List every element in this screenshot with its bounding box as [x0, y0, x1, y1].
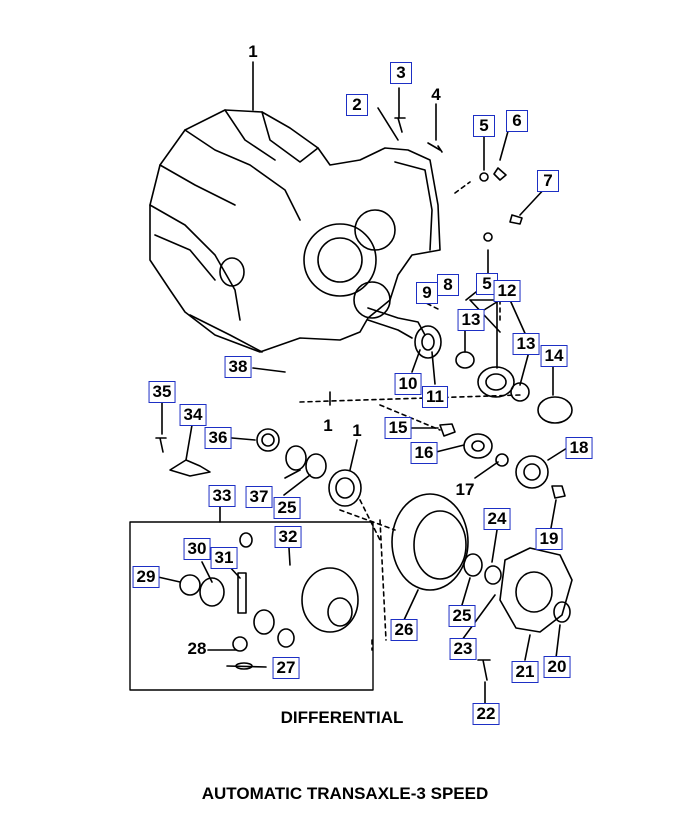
- callout-6: 6: [506, 110, 528, 132]
- callout-2: 2: [346, 94, 368, 116]
- callout-10: 10: [394, 373, 422, 395]
- callout-18: 18: [565, 437, 593, 459]
- callout-29: 29: [132, 566, 160, 588]
- callout-13-right: 13: [512, 333, 540, 355]
- callout-12: 12: [493, 280, 521, 302]
- callout-3: 3: [390, 62, 412, 84]
- callout-15: 15: [384, 417, 412, 439]
- callout-23: 23: [449, 638, 477, 660]
- differential-frame: [129, 521, 374, 691]
- callout-34: 34: [179, 404, 207, 426]
- callout-17: 17: [455, 480, 475, 499]
- callout-27: 27: [272, 657, 300, 679]
- callout-22: 22: [472, 703, 500, 725]
- callout-33: 33: [208, 485, 236, 507]
- section-caption: DIFFERENTIAL: [280, 708, 404, 727]
- callout-13-left: 13: [457, 309, 485, 331]
- callout-32: 32: [274, 526, 302, 548]
- callout-25-upper: 25: [273, 497, 301, 519]
- callout-16: 16: [410, 442, 438, 464]
- shaft: [367, 307, 426, 336]
- callout-8: 8: [437, 274, 459, 296]
- callout-25-lower: 25: [448, 605, 476, 627]
- callout-21: 21: [511, 661, 539, 683]
- callout-9: 9: [416, 282, 438, 304]
- transaxle-case: [149, 109, 441, 353]
- callout-30: 30: [183, 538, 211, 560]
- callout-4: 4: [431, 85, 441, 104]
- callout-26: 26: [390, 619, 418, 641]
- callout-38: 38: [224, 356, 252, 378]
- callout-7: 7: [537, 170, 559, 192]
- callout-28: 28: [187, 639, 207, 658]
- callout-1-case: 1: [248, 42, 258, 61]
- callout-5-upper: 5: [473, 115, 495, 137]
- figure-caption: AUTOMATIC TRANSAXLE-3 SPEED: [201, 784, 489, 803]
- callout-1-seal: 1: [352, 421, 362, 440]
- callout-14: 14: [540, 345, 568, 367]
- callout-1-middle: 1: [323, 416, 333, 435]
- diff-housing: [499, 547, 573, 633]
- callout-37: 37: [245, 486, 273, 508]
- callout-36: 36: [204, 427, 232, 449]
- callout-5-lower: 5: [476, 273, 498, 295]
- callout-31: 31: [210, 547, 238, 569]
- diff-case: [301, 567, 359, 633]
- ring-gear: [391, 493, 469, 591]
- callout-11: 11: [422, 386, 448, 408]
- callout-35: 35: [148, 381, 176, 403]
- callout-24: 24: [483, 508, 511, 530]
- callout-19: 19: [535, 528, 563, 550]
- callout-20: 20: [543, 656, 571, 678]
